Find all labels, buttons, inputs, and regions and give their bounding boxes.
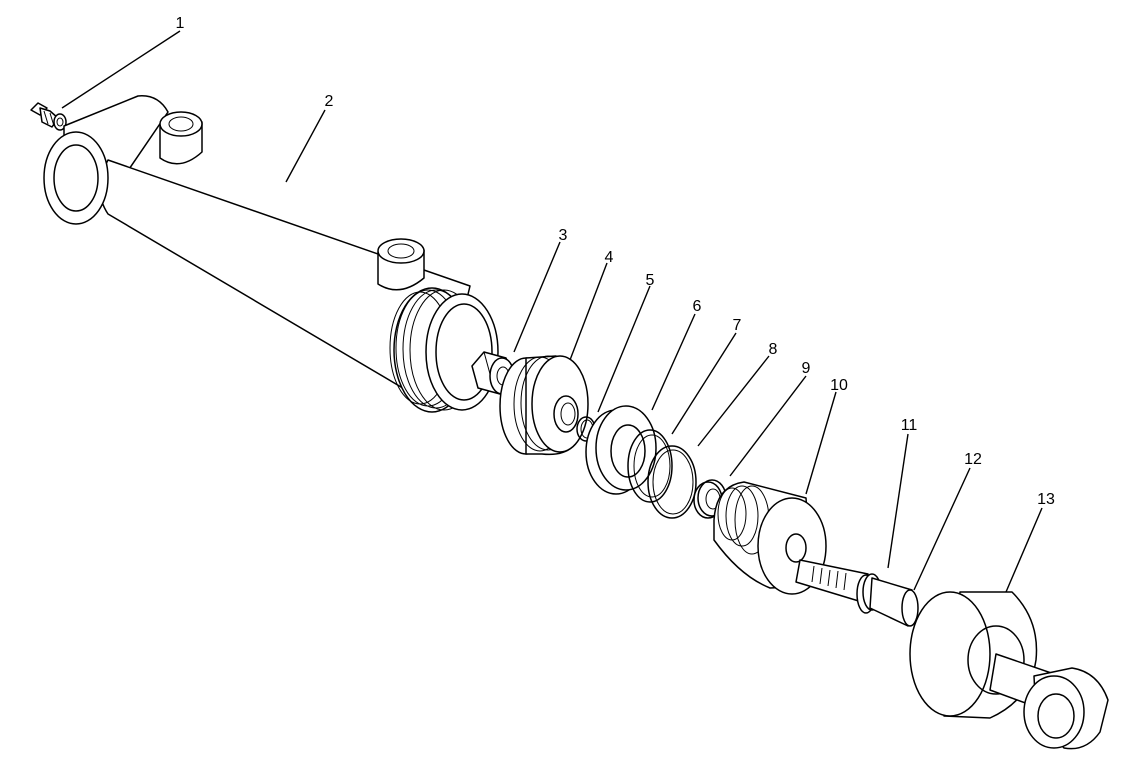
callout-2: 2 [325,93,334,110]
leader-3 [513,241,561,353]
callout-5: 5 [646,272,655,289]
part-7-backup-ring [627,429,673,503]
leader-lines [61,30,1043,593]
leader-2 [285,109,326,183]
leader-10 [805,391,837,495]
callout-9: 9 [802,360,811,377]
leader-8 [697,355,770,447]
leader-6 [651,313,696,411]
part-8-o-ring [647,445,697,519]
callout-3: 3 [559,227,568,244]
leader-9 [729,375,807,477]
callout-7: 7 [733,317,742,334]
part-6-wear-ring [585,405,657,495]
callout-13: 13 [1037,491,1055,508]
callout-11: 11 [901,417,918,434]
callout-6: 6 [693,298,702,315]
leader-5 [597,285,651,413]
part-13-rod-end [909,591,1109,750]
callout-1: 1 [176,15,185,32]
part-2-cylinder-barrel [43,95,499,413]
leader-13 [1005,507,1043,593]
leader-7 [671,332,737,435]
callout-4: 4 [605,249,614,266]
part-4-piston [499,355,589,456]
part-12-piston-rod [869,577,919,627]
callout-8: 8 [769,341,778,358]
leader-12 [913,467,971,591]
leader-11 [887,433,909,569]
leader-4 [569,262,608,361]
callout-12: 12 [964,451,982,468]
part-11-rod-wiper [795,559,882,614]
leader-1 [61,30,181,109]
callout-labels: 1 2 3 4 5 6 7 8 9 10 11 12 13 [176,15,1055,508]
callout-10: 10 [830,377,848,394]
part-1-grease-fitting [30,102,67,131]
